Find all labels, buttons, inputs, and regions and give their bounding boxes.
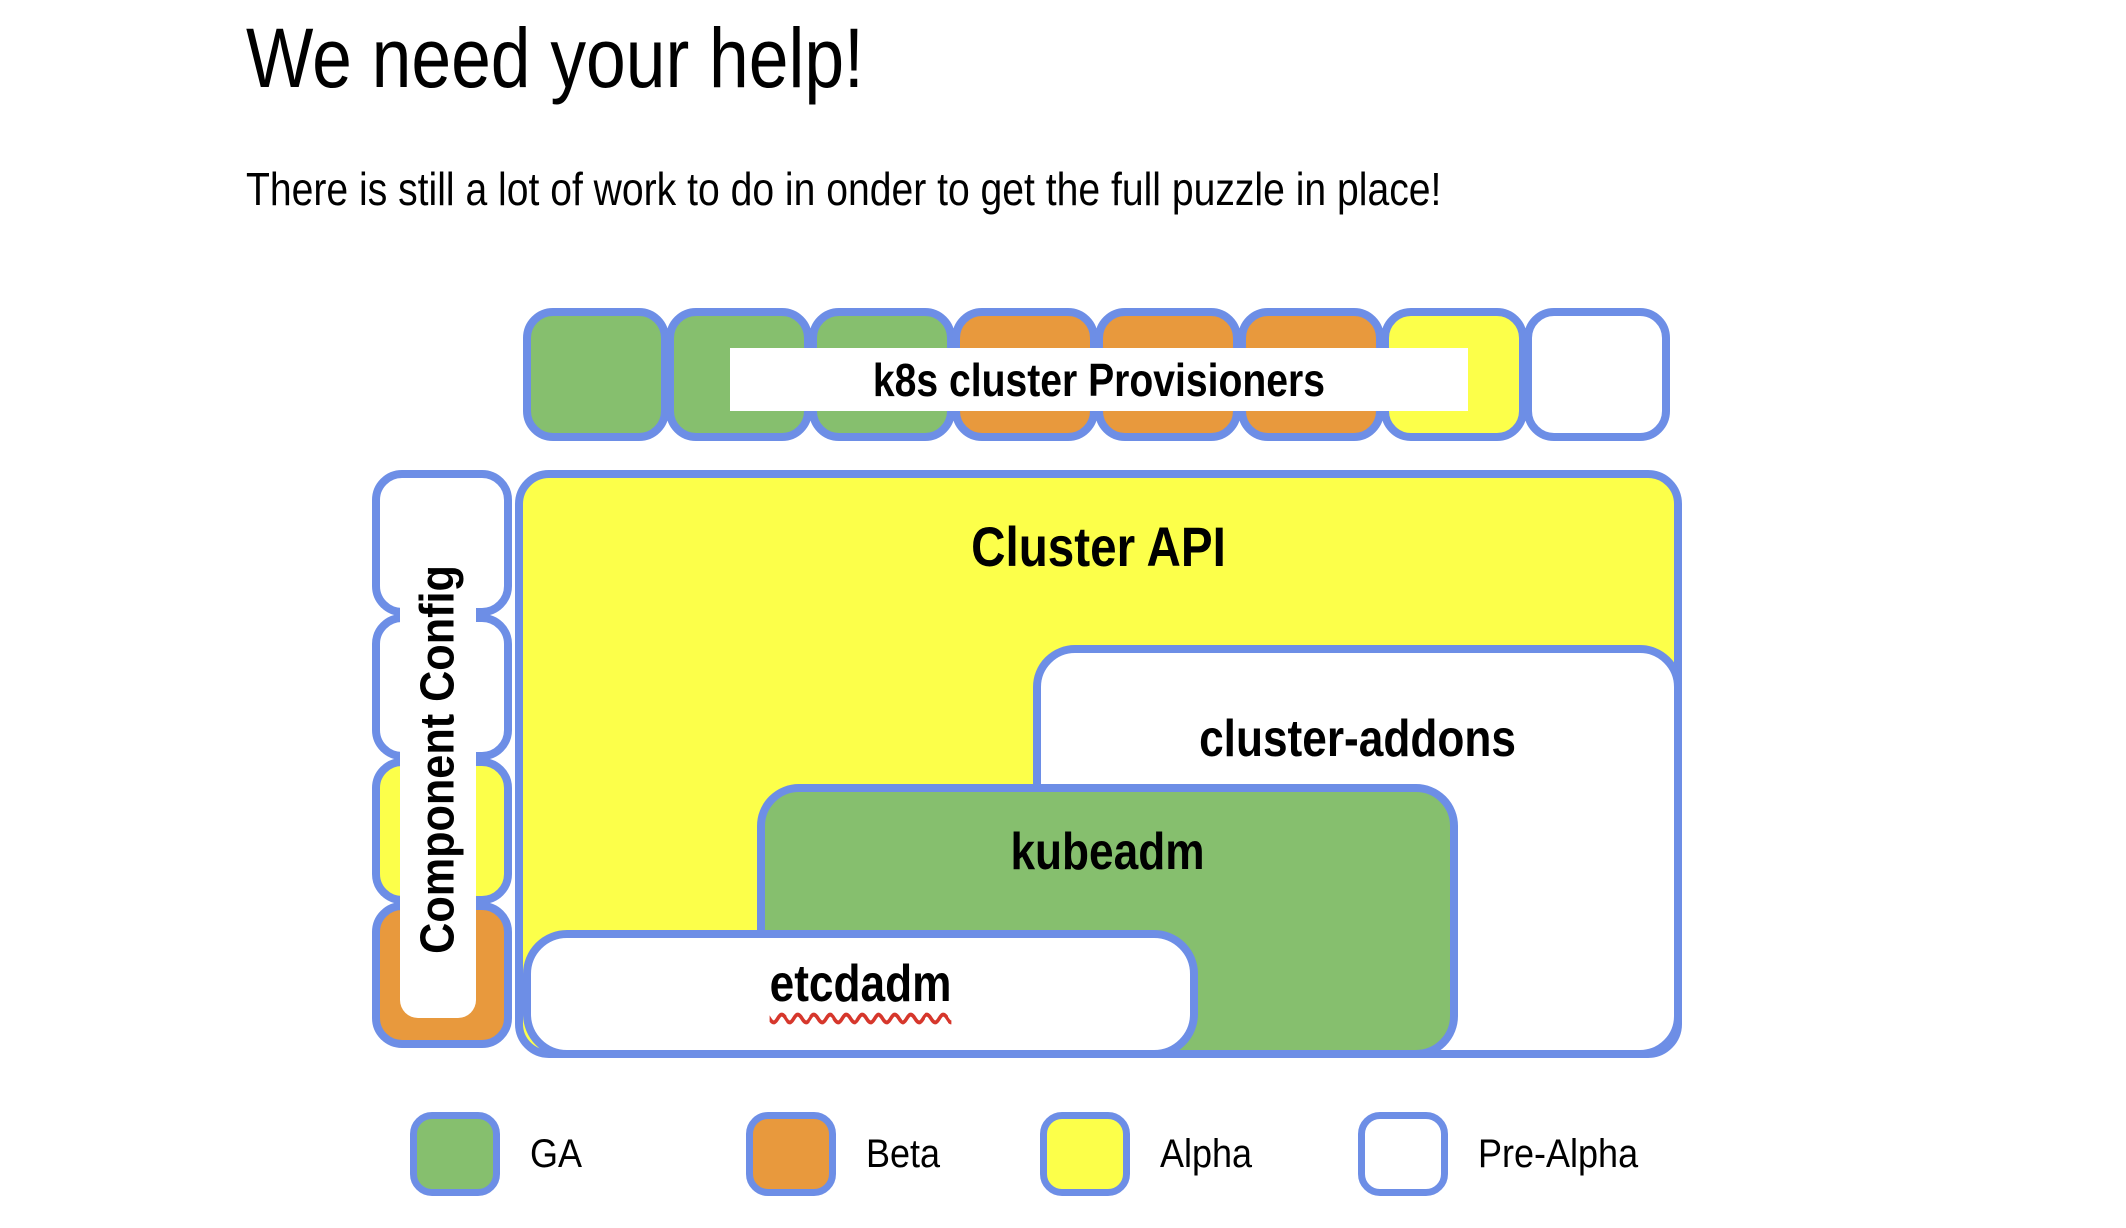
legend-swatch-ga xyxy=(410,1112,500,1196)
puzzle-piece-ga xyxy=(523,308,669,441)
component-config-label: Component Config xyxy=(400,500,476,1018)
component-config-label-text: Component Config xyxy=(411,564,465,954)
etcdadm-box: etcdadm xyxy=(523,930,1198,1058)
legend-swatch-beta xyxy=(746,1112,836,1196)
legend-item-ga: GA xyxy=(410,1112,588,1196)
legend-label: Alpha xyxy=(1160,1131,1253,1176)
provisioners-row-label: k8s cluster Provisioners xyxy=(730,348,1468,411)
cluster-api-label: Cluster API xyxy=(971,515,1226,578)
page-title: We need your help! xyxy=(246,11,864,105)
cluster-addons-label: cluster-addons xyxy=(1199,710,1516,768)
legend-label: Beta xyxy=(866,1131,941,1176)
legend-label: Pre-Alpha xyxy=(1478,1131,1639,1176)
puzzle-piece-pre-alpha xyxy=(1524,308,1670,441)
legend-item-pre-alpha: Pre-Alpha xyxy=(1358,1112,1656,1196)
provisioners-row-label-text: k8s cluster Provisioners xyxy=(872,353,1326,406)
legend-item-alpha: Alpha xyxy=(1040,1112,1262,1196)
legend-swatch-pre-alpha xyxy=(1358,1112,1448,1196)
legend-swatch-alpha xyxy=(1040,1112,1130,1196)
etcdadm-label: etcdadm xyxy=(769,955,952,1013)
page-subtitle: There is still a lot of work to do in on… xyxy=(246,163,1442,215)
kubeadm-label: kubeadm xyxy=(1010,823,1205,881)
legend-item-beta: Beta xyxy=(746,1112,948,1196)
legend-label: GA xyxy=(530,1131,583,1176)
